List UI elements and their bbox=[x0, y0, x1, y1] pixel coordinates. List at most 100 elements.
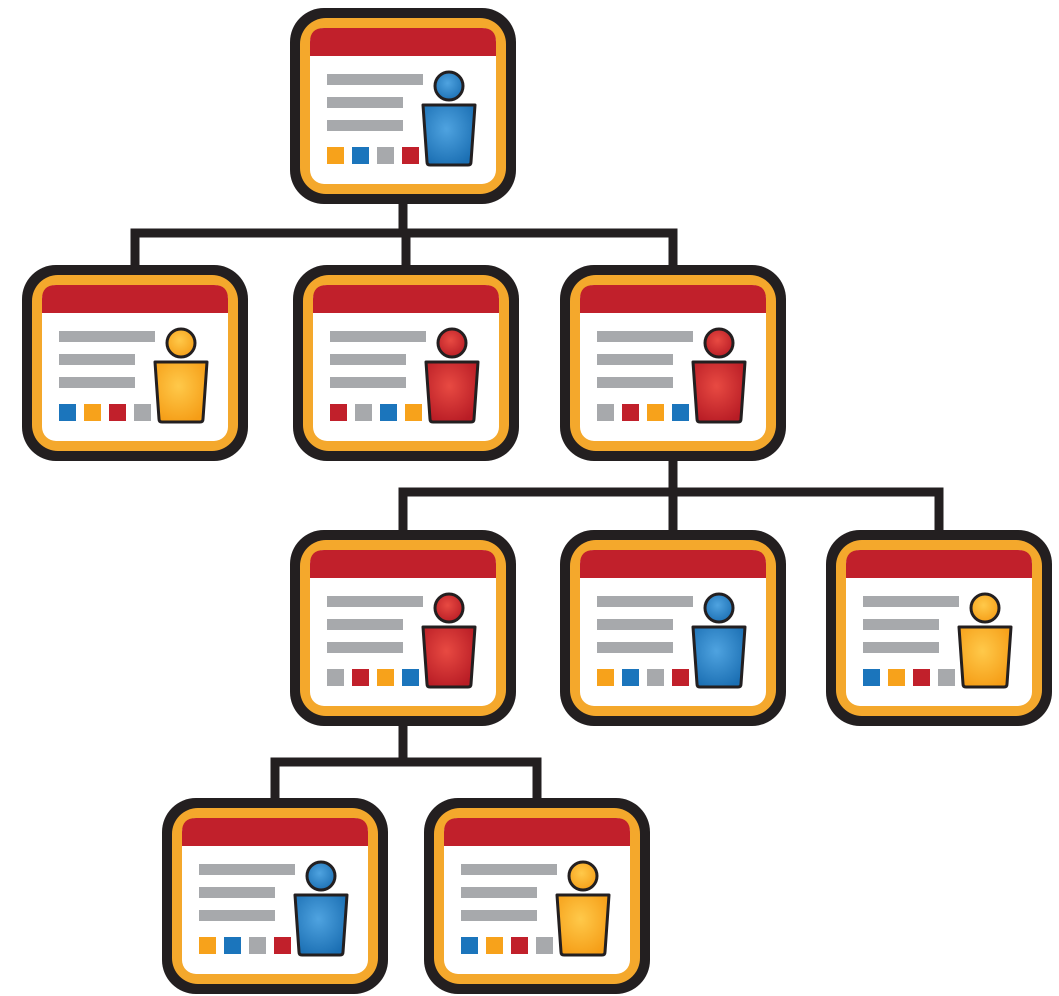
color-square bbox=[486, 937, 503, 954]
color-square bbox=[352, 669, 369, 686]
color-square bbox=[647, 669, 664, 686]
text-line bbox=[199, 887, 275, 898]
person-head bbox=[165, 327, 197, 359]
text-line bbox=[863, 642, 939, 653]
text-line bbox=[461, 887, 537, 898]
profile-card bbox=[162, 798, 388, 994]
person-body bbox=[424, 360, 480, 424]
color-square bbox=[913, 669, 930, 686]
color-square bbox=[622, 404, 639, 421]
profile-card bbox=[826, 530, 1052, 726]
connector-lines bbox=[130, 195, 944, 809]
color-square bbox=[380, 404, 397, 421]
color-square bbox=[647, 404, 664, 421]
person-body bbox=[555, 893, 611, 957]
color-square bbox=[536, 937, 553, 954]
text-line bbox=[330, 354, 406, 365]
card-header-bar bbox=[580, 550, 766, 578]
card-header-bar bbox=[310, 28, 496, 56]
text-line bbox=[330, 331, 426, 342]
card-header-bar bbox=[313, 285, 499, 313]
text-line bbox=[863, 596, 959, 607]
color-square bbox=[330, 404, 347, 421]
text-line bbox=[327, 642, 403, 653]
profile-cards bbox=[22, 8, 1052, 994]
person-icon bbox=[555, 860, 611, 957]
profile-card bbox=[290, 530, 516, 726]
color-square bbox=[863, 669, 880, 686]
person-head bbox=[969, 592, 1001, 624]
person-icon bbox=[293, 860, 349, 957]
color-square bbox=[327, 669, 344, 686]
text-line bbox=[597, 619, 673, 630]
color-square bbox=[402, 669, 419, 686]
person-body bbox=[153, 360, 209, 424]
color-square bbox=[109, 404, 126, 421]
text-line bbox=[597, 331, 693, 342]
text-line bbox=[199, 910, 275, 921]
card-header-bar bbox=[42, 285, 228, 313]
text-line bbox=[863, 619, 939, 630]
card-header-bar bbox=[310, 550, 496, 578]
person-body bbox=[957, 625, 1013, 689]
text-line bbox=[330, 377, 406, 388]
text-line bbox=[59, 331, 155, 342]
card-header-bar bbox=[444, 818, 630, 846]
text-line bbox=[597, 377, 673, 388]
person-icon bbox=[957, 592, 1013, 689]
color-square bbox=[597, 404, 614, 421]
person-head bbox=[433, 592, 465, 624]
color-square bbox=[59, 404, 76, 421]
color-square bbox=[84, 404, 101, 421]
text-line bbox=[59, 354, 135, 365]
person-icon bbox=[153, 327, 209, 424]
person-icon bbox=[424, 327, 480, 424]
color-square bbox=[134, 404, 151, 421]
text-line bbox=[327, 596, 423, 607]
text-line bbox=[597, 596, 693, 607]
color-square bbox=[274, 937, 291, 954]
color-square bbox=[352, 147, 369, 164]
profile-card bbox=[560, 265, 786, 461]
person-icon bbox=[691, 592, 747, 689]
color-square bbox=[224, 937, 241, 954]
color-square bbox=[888, 669, 905, 686]
color-square bbox=[249, 937, 266, 954]
color-square bbox=[511, 937, 528, 954]
color-square bbox=[938, 669, 955, 686]
person-head bbox=[703, 327, 735, 359]
person-body bbox=[421, 103, 477, 167]
profile-card bbox=[424, 798, 650, 994]
text-line bbox=[597, 354, 673, 365]
color-square bbox=[355, 404, 372, 421]
person-head bbox=[436, 327, 468, 359]
color-square bbox=[377, 147, 394, 164]
text-line bbox=[597, 642, 673, 653]
color-square bbox=[402, 147, 419, 164]
text-line bbox=[461, 864, 557, 875]
person-head bbox=[433, 70, 465, 102]
person-head bbox=[703, 592, 735, 624]
color-square bbox=[405, 404, 422, 421]
text-line bbox=[327, 120, 403, 131]
card-header-bar bbox=[580, 285, 766, 313]
color-square bbox=[672, 404, 689, 421]
profile-card bbox=[22, 265, 248, 461]
color-square bbox=[597, 669, 614, 686]
person-head bbox=[567, 860, 599, 892]
color-square bbox=[377, 669, 394, 686]
text-line bbox=[199, 864, 295, 875]
color-square bbox=[622, 669, 639, 686]
text-line bbox=[327, 74, 423, 85]
color-square bbox=[672, 669, 689, 686]
color-square bbox=[327, 147, 344, 164]
text-line bbox=[327, 97, 403, 108]
text-line bbox=[461, 910, 537, 921]
text-line bbox=[327, 619, 403, 630]
color-square bbox=[199, 937, 216, 954]
person-head bbox=[305, 860, 337, 892]
card-header-bar bbox=[182, 818, 368, 846]
person-icon bbox=[421, 70, 477, 167]
person-icon bbox=[421, 592, 477, 689]
